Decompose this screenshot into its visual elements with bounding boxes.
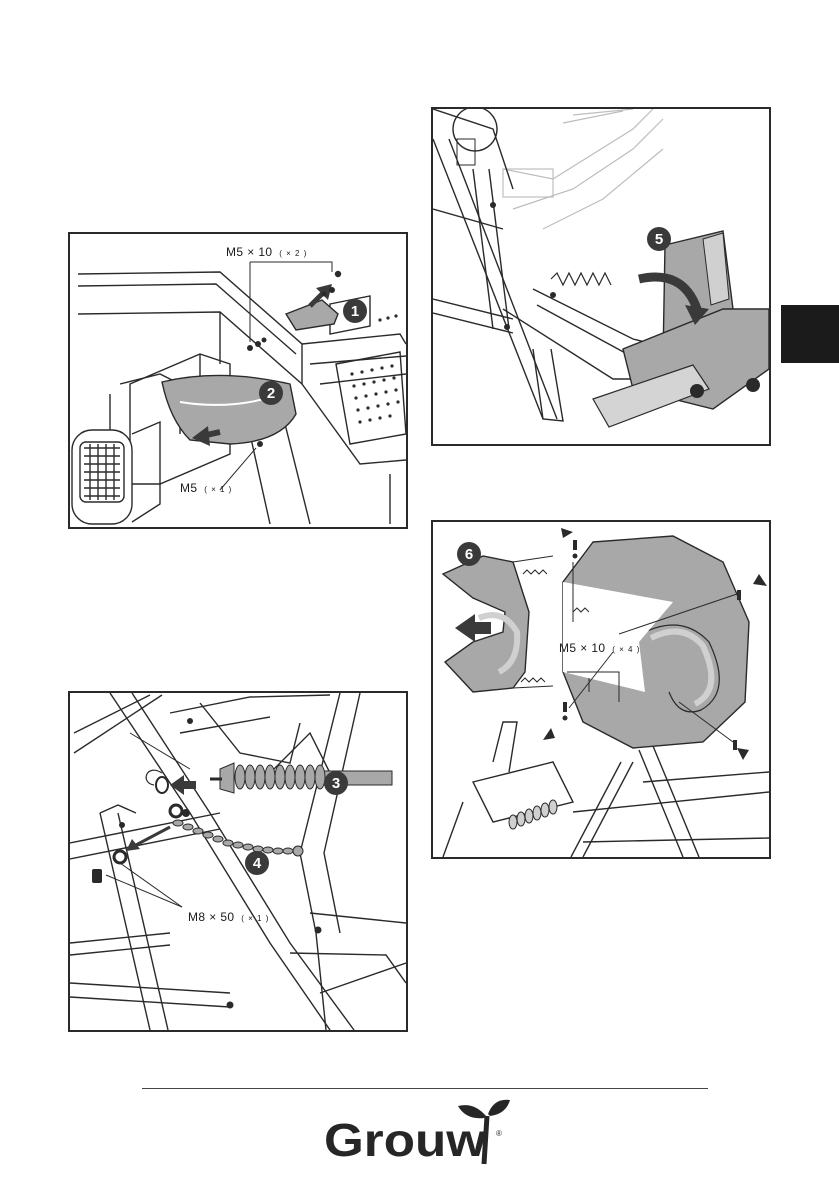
svg-text:2: 2 — [267, 385, 275, 402]
section-tab-marker — [781, 305, 839, 363]
hardware-label-m8x50: M8 × 50 ( × 1 ) — [188, 910, 269, 924]
brand-wordmark: Grouw — [324, 1114, 486, 1166]
motor — [72, 374, 180, 524]
hardware-label-m5: M5 ( × 1 ) — [180, 481, 232, 495]
chain-part — [173, 820, 303, 856]
spring — [235, 765, 325, 789]
step-badge-3: 3 — [324, 771, 348, 795]
figure-panel-1: M5 × 10 ( × 2 ) M5 ( × 1 ) 1 2 — [68, 232, 408, 529]
footer-divider — [142, 1088, 708, 1089]
spring — [551, 273, 611, 285]
svg-text:3: 3 — [332, 775, 340, 792]
step-badge-5: 5 — [647, 227, 671, 251]
figure-panel-2: M8 × 50 ( × 1 ) 3 4 — [68, 691, 408, 1032]
figure-2-illustration: M8 × 50 ( × 1 ) 3 4 — [70, 693, 406, 1030]
step-badge-6: 6 — [457, 542, 481, 566]
perforated-plate — [350, 314, 399, 423]
figure-3-illustration: 5 — [433, 109, 769, 444]
step-badge-4: 4 — [245, 851, 269, 875]
step-badge-2: 2 — [259, 381, 283, 405]
svg-text:5: 5 — [655, 231, 663, 248]
figure-panel-4: M5 × 10 ( × 4 ) 6 — [431, 520, 771, 859]
svg-text:6: 6 — [465, 546, 473, 563]
spring — [509, 800, 557, 829]
figure-4-illustration: M5 × 10 ( × 4 ) 6 — [433, 522, 769, 857]
hardware-label-m5x10: M5 × 10 ( × 2 ) — [226, 245, 307, 259]
figure-panel-3: 5 — [431, 107, 771, 446]
figure-1-illustration: M5 × 10 ( × 2 ) M5 ( × 1 ) 1 2 — [70, 234, 406, 527]
svg-text:4: 4 — [253, 855, 262, 872]
brand-logo: Grouw ® — [318, 1094, 528, 1168]
svg-text:1: 1 — [351, 303, 359, 320]
step-badge-1: 1 — [343, 299, 367, 323]
registered-mark: ® — [496, 1129, 502, 1138]
